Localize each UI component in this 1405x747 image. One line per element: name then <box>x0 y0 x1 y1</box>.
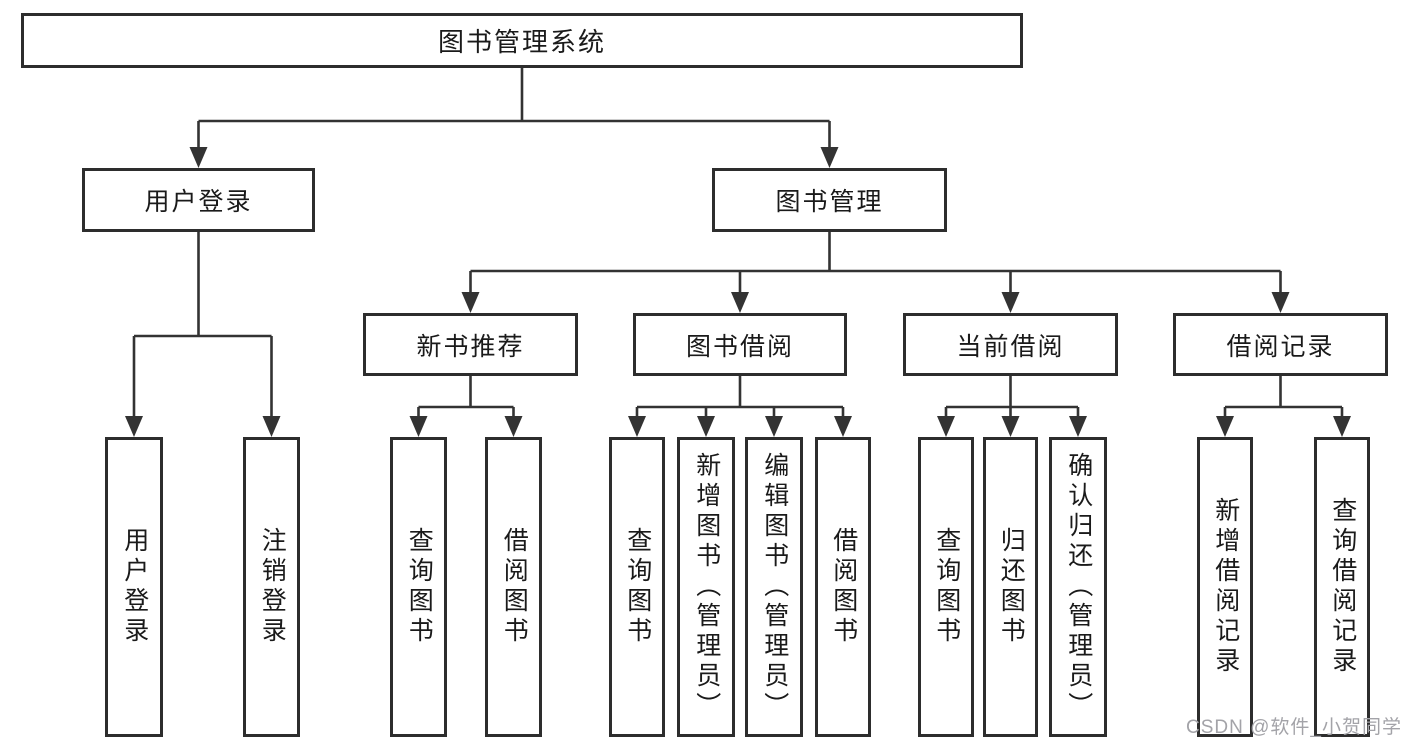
leaf-logout-login: 注销登录 <box>243 437 300 737</box>
leaf-query-books-current: 查询图书 <box>918 437 974 737</box>
leaf-confirm-return-admin: 确认归还（管理员） <box>1049 437 1107 737</box>
leaf-query-books-borrow: 查询图书 <box>609 437 665 737</box>
leaf-borrow-books-recommend: 借阅图书 <box>485 437 542 737</box>
leaf-query-borrow-record: 查询借阅记录 <box>1314 437 1370 737</box>
node-book-management: 图书管理 <box>712 168 947 232</box>
node-user-login: 用户登录 <box>82 168 315 232</box>
leaf-return-books: 归还图书 <box>983 437 1038 737</box>
csdn-watermark: CSDN @软件_小贺同学 <box>1186 717 1402 738</box>
leaf-add-borrow-record: 新增借阅记录 <box>1197 437 1253 737</box>
node-borrowing-records: 借阅记录 <box>1173 313 1388 376</box>
leaf-add-books-admin: 新增图书（管理员） <box>677 437 735 737</box>
leaf-user-login: 用户登录 <box>105 437 163 737</box>
leaf-query-books-recommend: 查询图书 <box>390 437 447 737</box>
node-new-book-recommend: 新书推荐 <box>363 313 578 376</box>
node-current-borrowing: 当前借阅 <box>903 313 1118 376</box>
node-book-borrowing: 图书借阅 <box>633 313 847 376</box>
node-library-system: 图书管理系统 <box>21 13 1023 68</box>
leaf-edit-books-admin: 编辑图书（管理员） <box>745 437 803 737</box>
leaf-borrow-books: 借阅图书 <box>815 437 871 737</box>
arrowheads <box>125 147 1351 437</box>
